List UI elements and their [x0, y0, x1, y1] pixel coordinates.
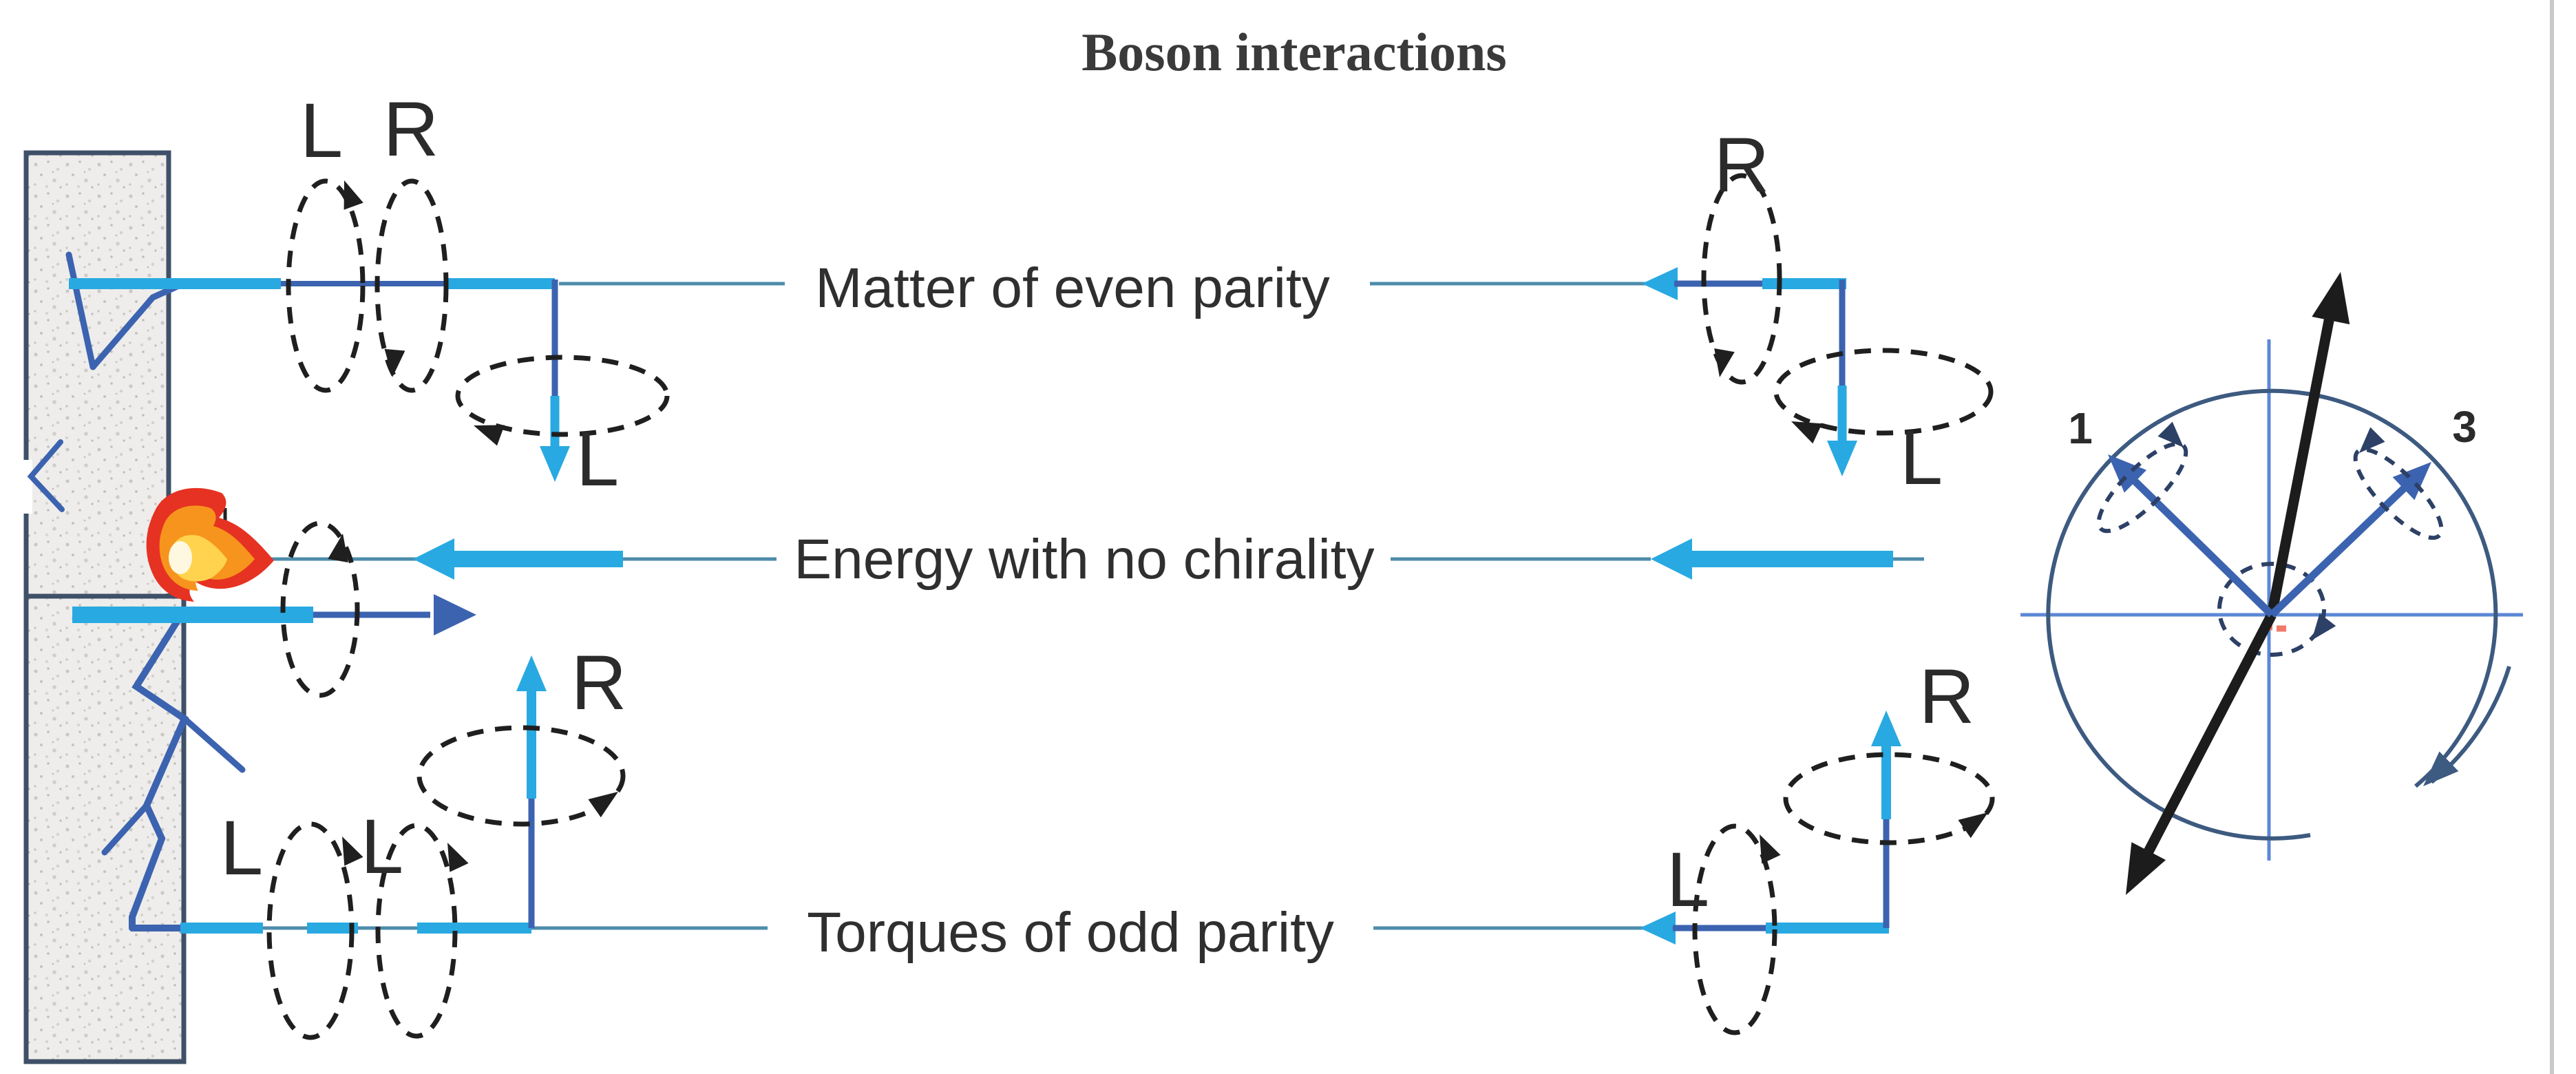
spin-ellipse-L [286, 178, 366, 393]
page-edge-divider [2550, 0, 2554, 1074]
marker-3: 3 [2452, 402, 2477, 452]
spin-ellipse-L-right [1692, 823, 1777, 1035]
row2-label: Energy with no chirality [794, 528, 1374, 591]
spin-arrow-icon [344, 180, 363, 210]
left-arrowhead [1651, 538, 1692, 580]
down-arrowhead [540, 446, 570, 482]
spin-arrow-icon [2157, 421, 2184, 448]
row-torques-odd-parity: L L R Torques of odd parity L R [131, 640, 1995, 1040]
up-arrowhead [516, 655, 547, 691]
spin-ellipse-R [1701, 173, 1782, 385]
chirality-label-R: R [1714, 122, 1770, 208]
spin-ellipse-energy [280, 520, 360, 698]
big-circle [2046, 388, 2498, 841]
chirality-label-R: R [383, 86, 439, 172]
page-title: Boson interactions [1081, 22, 1507, 82]
wall-gap-left [19, 460, 32, 514]
spin-arrow-icon [1791, 421, 1822, 444]
marker-1: 1 [2068, 403, 2093, 453]
spin-arrow-icon [342, 836, 363, 866]
left-arrowhead [1640, 912, 1676, 945]
wall-crack-bottom [101, 613, 246, 931]
right-arrowhead [434, 594, 476, 635]
flame-icon [146, 487, 274, 602]
torque-ellipse-bottom-left [416, 725, 626, 827]
spin-arrow-icon [2359, 427, 2385, 453]
spin-arrow-icon [474, 425, 505, 446]
spin-ellipse-R [374, 178, 449, 393]
wall [19, 150, 246, 1064]
torque-ellipse-top-left [455, 355, 670, 437]
chirality-label-R: R [571, 640, 627, 726]
down-arrowhead [1827, 441, 1857, 476]
spin-arrow-icon [1760, 834, 1781, 864]
blue-arrow-3-shaft [2269, 477, 2416, 618]
black-arrow-up-shaft [2266, 295, 2339, 616]
spin-ring-1 [2096, 441, 2188, 534]
torque-ellipse-top-right [1773, 348, 1994, 436]
chirality-label-L: L [1900, 414, 1943, 501]
row-matter-even-parity: L R L Matter of even parity R L [69, 86, 1994, 502]
spin-arrow-icon [1714, 348, 1735, 377]
spin-arrow-icon [1958, 812, 1988, 839]
black-arrowhead-up [2312, 272, 2350, 325]
chirality-label-R: R [1919, 653, 1975, 739]
spin-arrow-icon [588, 792, 618, 818]
spin-ellipse-L2 [375, 823, 458, 1039]
blue-arrowhead-3 [2392, 462, 2431, 501]
center-spin-circle [2217, 562, 2326, 657]
rotation-arrowhead [2423, 751, 2459, 786]
wall-notch-crack [27, 439, 65, 512]
spin-ellipse-L1 [266, 821, 355, 1040]
spin-arrow-icon [384, 348, 405, 377]
left-arrowhead [413, 538, 454, 580]
spin-arrow-icon [328, 534, 348, 562]
momentum-circle-diagram: 1 3 [2020, 272, 2523, 895]
spin-arrow-icon [447, 843, 469, 872]
row1-label: Matter of even parity [815, 257, 1329, 319]
blue-arrow-1-shaft [2124, 471, 2274, 618]
blue-arrowhead-1 [2108, 454, 2147, 493]
black-arrowhead-down [2126, 842, 2166, 895]
black-arrow-down-shaft [2136, 612, 2277, 869]
spin-arrow-icon [2312, 613, 2336, 640]
torque-ellipse-bottom-right [1783, 752, 1995, 845]
chirality-label-L: L [1667, 836, 1709, 923]
chirality-label-L: L [220, 805, 263, 891]
chirality-label-L: L [576, 416, 619, 502]
row3-label: Torques of odd parity [807, 901, 1334, 964]
up-arrowhead [1871, 710, 1901, 746]
spin-ring-3 [2353, 447, 2444, 540]
chirality-label-L: L [300, 87, 343, 173]
chirality-label-L: L [361, 803, 403, 889]
row-energy-no-chirality: Energy with no chirality [72, 487, 1924, 698]
left-arrowhead [1642, 267, 1678, 300]
